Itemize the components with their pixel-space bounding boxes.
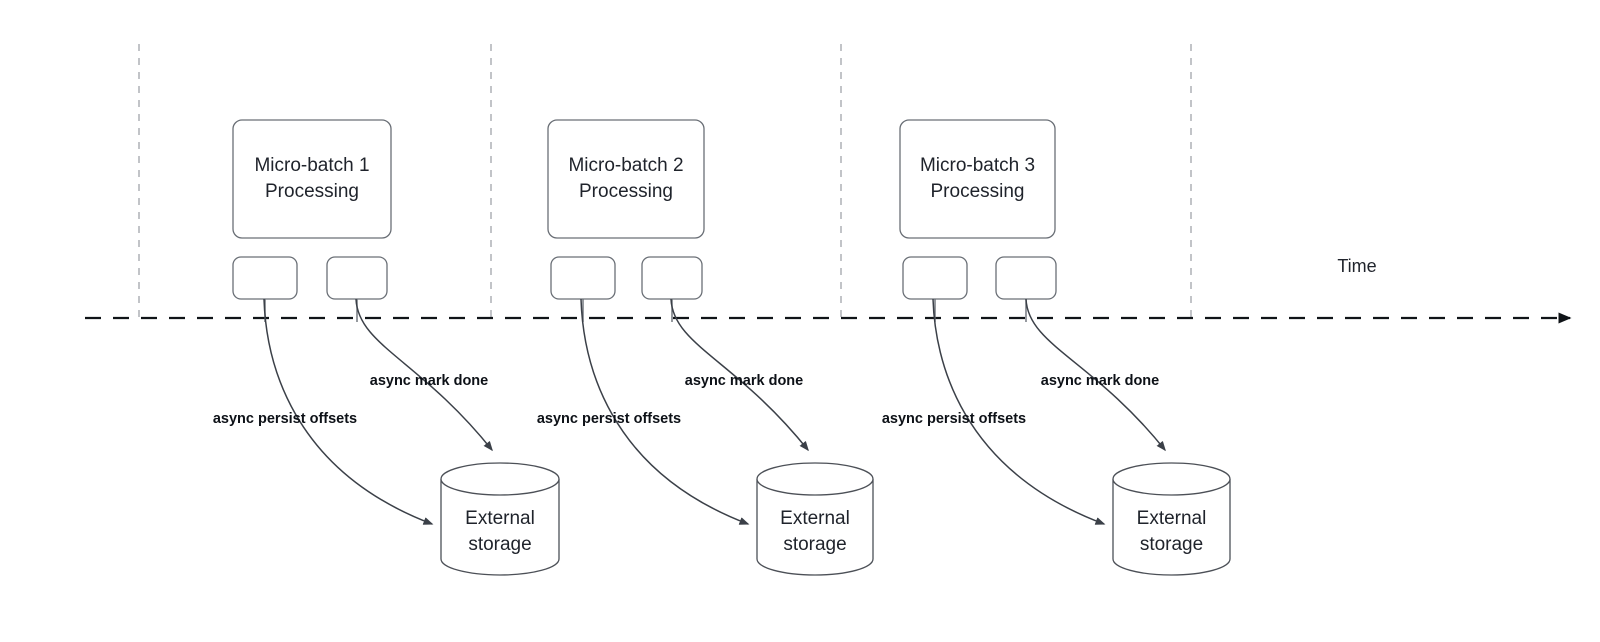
external-storage-1-label-line2: storage xyxy=(468,534,531,555)
micro-batch-box[interactable] xyxy=(232,119,392,239)
micro-batch-label-line1: Micro-batch 2 xyxy=(568,155,683,176)
micro-batch-label-line2: Processing xyxy=(579,181,673,202)
micro-batch-label-line1: Micro-batch 1 xyxy=(254,155,369,176)
external-storage-1-label-line1: External xyxy=(465,508,535,529)
edge-mark-done-label: async mark done xyxy=(1041,373,1159,389)
micro-batch-label-line2: Processing xyxy=(265,181,359,202)
task-box-markdone[interactable] xyxy=(641,256,703,300)
edge-mark-done-label: async mark done xyxy=(370,373,488,389)
external-storage-2-body[interactable] xyxy=(756,479,874,576)
edge-persist-offsets xyxy=(580,298,750,525)
time-axis-label: Time xyxy=(1337,256,1376,276)
external-storage-1-top xyxy=(440,462,560,496)
edge-mark-done xyxy=(1025,298,1166,452)
micro-batch-group: Micro-batch 2 Processing async persist off… xyxy=(537,119,874,576)
external-storage-2-label-line2: storage xyxy=(783,534,846,555)
micro-batch-group: Micro-batch 3 Processing async persist off… xyxy=(882,119,1231,576)
edge-persist-offsets-label: async persist offsets xyxy=(537,411,681,427)
external-storage-2-label-line1: External xyxy=(780,508,850,529)
external-storage-2-top xyxy=(756,462,874,496)
micro-batch-group: Micro-batch 1 Processing async persist off… xyxy=(213,119,560,576)
external-storage-3-label-line2: storage xyxy=(1140,534,1203,555)
divider-lines-group xyxy=(138,44,1192,318)
edge-persist-offsets-label: async persist offsets xyxy=(882,411,1026,427)
task-box-offsets[interactable] xyxy=(550,256,616,300)
edge-mark-done xyxy=(670,298,809,452)
micro-batch-label-line1: Micro-batch 3 xyxy=(920,155,1035,176)
task-box-offsets[interactable] xyxy=(902,256,968,300)
edge-mark-done-label: async mark done xyxy=(685,373,803,389)
external-storage-3-top xyxy=(1112,462,1231,496)
task-box-offsets[interactable] xyxy=(232,256,298,300)
external-storage-3-body[interactable] xyxy=(1112,479,1231,576)
micro-batch-label-line2: Processing xyxy=(931,181,1025,202)
edge-persist-offsets-label: async persist offsets xyxy=(213,411,357,427)
task-box-markdone[interactable] xyxy=(326,256,388,300)
micro-batch-box[interactable] xyxy=(899,119,1056,239)
edge-persist-offsets xyxy=(263,298,434,525)
edge-mark-done xyxy=(355,298,493,452)
micro-batch-box[interactable] xyxy=(547,119,705,239)
task-box-markdone[interactable] xyxy=(995,256,1057,300)
edge-persist-offsets xyxy=(932,298,1106,525)
external-storage-3-label-line1: External xyxy=(1137,508,1207,529)
micro-batch-groups: Micro-batch 1 Processing async persist off… xyxy=(213,119,1231,576)
external-storage-1-body[interactable] xyxy=(440,479,560,576)
